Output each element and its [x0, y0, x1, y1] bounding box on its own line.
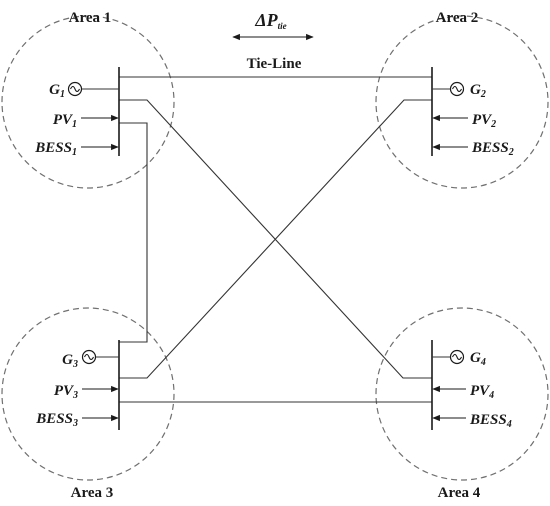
area-1-gen-label: G1: [49, 82, 65, 100]
area-2-generator-wave-icon: [452, 85, 462, 93]
area-2-gen-label: G2: [470, 82, 486, 100]
area-3-generator-wave-icon: [84, 353, 94, 361]
area-1-generator-wave-icon: [70, 85, 80, 93]
area-4-label: Area 4: [438, 485, 481, 501]
area-3-boundary: [1, 307, 175, 481]
area-3-gen-label: G3: [62, 352, 78, 370]
delta-p-tie-label: ΔPtie: [254, 10, 286, 31]
tie-line-1-3: [119, 122, 148, 343]
area-2-bess-label: BESS2: [471, 140, 514, 158]
area-3-label: Area 3: [71, 485, 114, 501]
area-2-pv-label: PV2: [472, 112, 496, 130]
area-1-boundary: [1, 15, 175, 189]
area-4-pv-label: PV4: [470, 383, 494, 401]
area-1-pv-label: PV1: [53, 112, 77, 130]
area-4-bess-label: BESS4: [469, 412, 512, 430]
delta-p-sub: tie: [278, 21, 287, 31]
area-1-label: Area 1: [69, 10, 112, 26]
area-1-bess-label: BESS1: [34, 140, 77, 158]
area-2-label: Area 2: [436, 10, 479, 26]
tie-line-2-3: [119, 99, 432, 379]
area-4-boundary: [375, 307, 549, 481]
area-4-generator-wave-icon: [452, 353, 462, 361]
area-4-gen-label: G4: [470, 350, 486, 368]
tie-line-label: Tie-Line: [247, 56, 302, 72]
area-3-pv-label: PV3: [54, 383, 78, 401]
area-3-bess-label: BESS3: [35, 411, 78, 429]
area-2-boundary: [375, 15, 549, 189]
delta-p-main: ΔP: [254, 10, 278, 30]
